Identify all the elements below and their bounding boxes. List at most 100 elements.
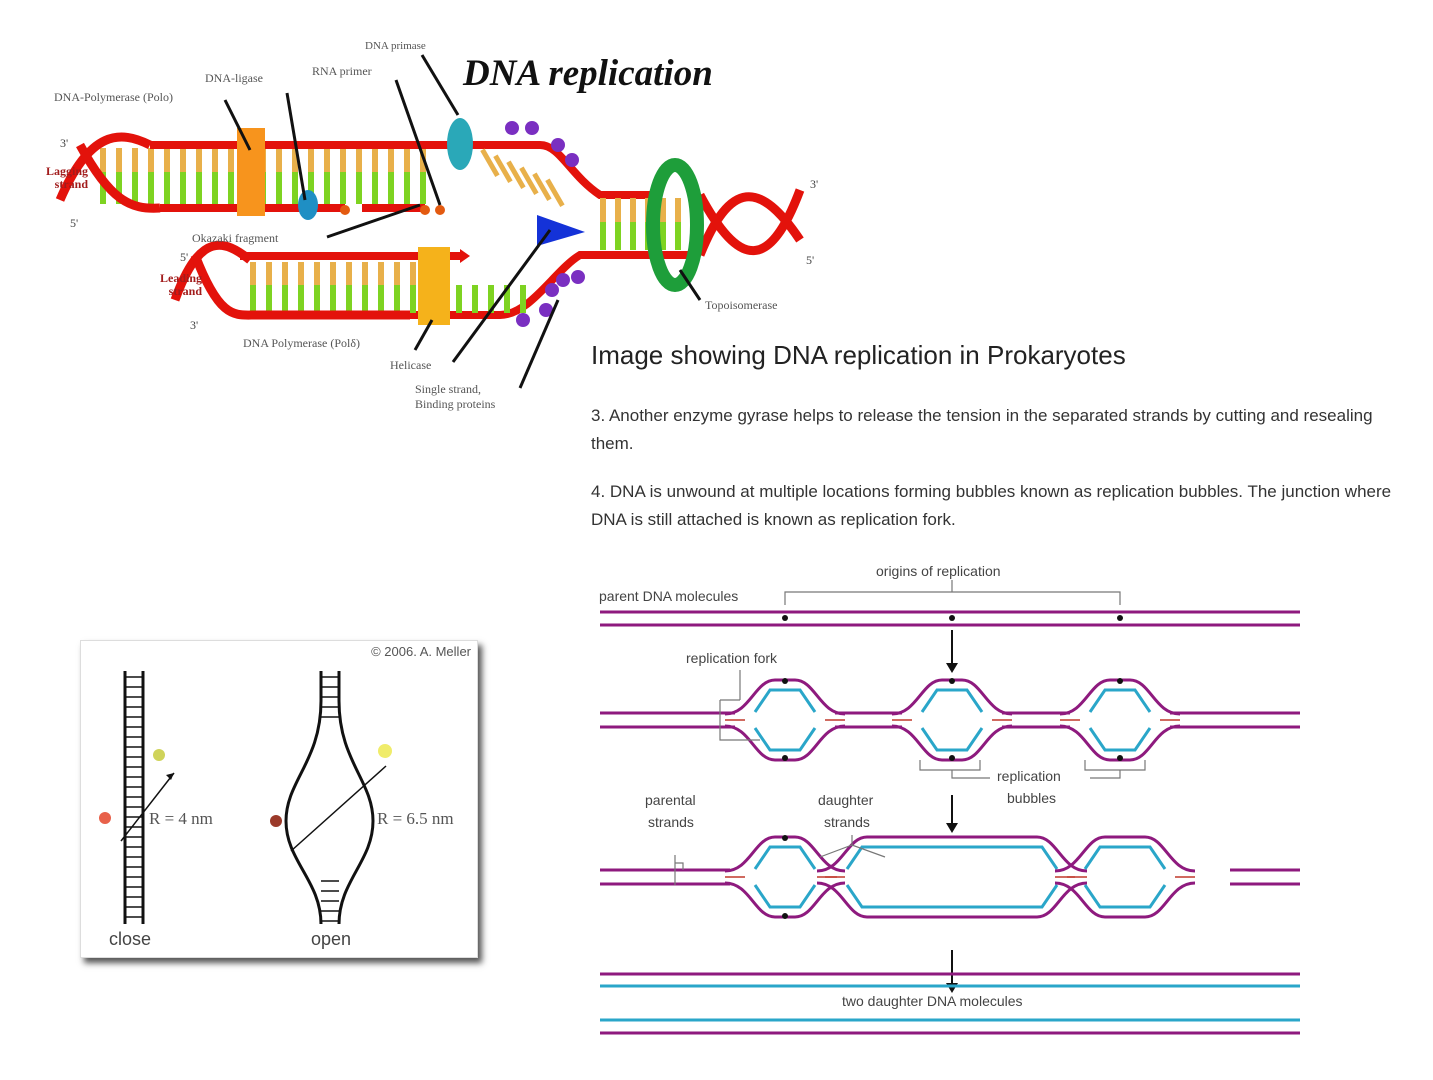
base-pair-green (196, 172, 202, 204)
label-ssb-line2: Binding proteins (415, 397, 496, 411)
replication-bubble-bottom (816, 881, 1088, 919)
base-pair-green (410, 285, 416, 313)
base-single-strand (480, 148, 500, 177)
base-pair-orange (276, 148, 282, 180)
leader-line (285, 92, 307, 201)
ssb-protein-icon (545, 283, 559, 297)
base-pair-green (372, 172, 378, 204)
base-pair-orange (378, 262, 384, 292)
base-pair-orange (212, 148, 218, 180)
origin-dot (782, 678, 788, 684)
daughter-strand (753, 727, 817, 752)
base-pair-orange (132, 148, 138, 180)
dna-strand-left (284, 671, 323, 925)
replication-bubble-top (1054, 835, 1196, 873)
origin-dot (1117, 678, 1123, 684)
label-origins-of-replication: origins of replication (876, 563, 1001, 579)
base-single-strand (545, 178, 565, 207)
base-pair-green (314, 285, 320, 313)
ssb-protein-icon (516, 313, 530, 327)
label-close: close (109, 929, 152, 949)
daughter-strand (920, 688, 984, 713)
label-lagging-strand: Lagging strand (45, 164, 88, 191)
daughter-strand (753, 845, 817, 870)
daughter-strand (753, 688, 817, 713)
donor-dye-icon (270, 815, 282, 827)
arrowhead-icon (166, 773, 174, 780)
base-pair-green (660, 222, 666, 250)
ssb-protein-icon (565, 153, 579, 167)
base-single-strand (488, 285, 494, 313)
replication-fork-illustration (55, 54, 805, 389)
bubble-mask (902, 690, 1002, 750)
base-pair-green (148, 172, 154, 204)
base-single-strand (532, 172, 552, 201)
base-pair-green (116, 172, 122, 204)
arrowhead-icon (946, 823, 958, 833)
leader-line (223, 99, 252, 151)
replication-bubble-top (816, 835, 1088, 873)
base-pair-green (346, 285, 352, 313)
label-rna-primer: RNA primer (312, 64, 372, 78)
label-lagging-3prime: 3' (60, 136, 69, 150)
base-single-strand (504, 285, 510, 313)
daughter-strand (753, 884, 817, 909)
base-pair-green (675, 222, 681, 250)
base-pair-green (164, 172, 170, 204)
leader-line (451, 229, 552, 363)
label-dna-ligase: DNA-ligase (205, 71, 263, 85)
ssb-protein-icon (571, 270, 585, 284)
label-leading-strand: Leading strand (159, 271, 202, 298)
base-pair-orange (116, 148, 122, 180)
base-pair-orange (324, 148, 330, 180)
helix-backbone (696, 188, 805, 255)
label-leading-3prime: 3' (190, 318, 199, 332)
base-pair-green (330, 285, 336, 313)
bubble-mask (1070, 690, 1170, 750)
base-pair-orange (410, 262, 416, 292)
base-pair-green (276, 172, 282, 204)
base-pair-green (600, 222, 606, 250)
base-pair-green (180, 172, 186, 204)
label-close-distance: R = 4 nm (149, 809, 213, 828)
base-pair-orange (100, 148, 106, 180)
daughter-strand (1088, 688, 1152, 713)
base-pair-orange (180, 148, 186, 180)
helix-backbone (76, 142, 161, 213)
base-pair-green (615, 222, 621, 250)
dna-strand-right (337, 671, 375, 925)
base-pair-orange (228, 148, 234, 180)
leader-line (518, 299, 560, 389)
rna-primer (420, 205, 430, 215)
topoisomerase-icon (646, 158, 704, 292)
label-parental-strands-2: strands (648, 814, 694, 830)
leading-arrow-icon (460, 249, 470, 263)
daughter-strand (1088, 727, 1152, 752)
base-pair-green (394, 285, 400, 313)
label-lagging-5prime: 5' (70, 216, 79, 230)
label-right-5prime: 5' (806, 253, 815, 267)
base-pair-orange (660, 198, 666, 226)
base-pair-orange (314, 262, 320, 292)
base-single-strand (519, 166, 539, 195)
base-pair-green (308, 172, 314, 204)
base-pair-orange (362, 262, 368, 292)
base-pair-orange (346, 262, 352, 292)
base-pair-green (292, 172, 298, 204)
base-single-strand (506, 160, 526, 189)
base-pair-orange (292, 148, 298, 180)
daughter-strand (1083, 845, 1167, 870)
base-pair-orange (250, 262, 256, 292)
origins-bracket (784, 580, 1121, 605)
parental-bracket (674, 855, 684, 885)
base-pair-orange (420, 148, 426, 180)
ssb-protein-icon (551, 138, 565, 152)
origin-dot (782, 755, 788, 761)
leader-line (326, 203, 421, 239)
label-open: open (311, 929, 352, 949)
replication-bubble-bottom (1054, 881, 1196, 919)
label-helicase: Helicase (390, 358, 432, 372)
daughter-bracket (819, 835, 886, 858)
label-replication-fork: replication fork (686, 650, 778, 666)
base-pair-green (250, 285, 256, 313)
